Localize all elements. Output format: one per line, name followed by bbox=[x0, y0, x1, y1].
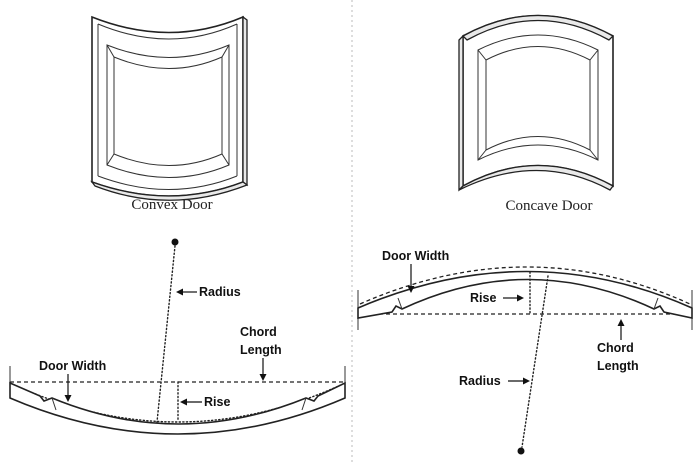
concave-board-profile bbox=[357, 270, 693, 319]
concave-rise-label: Rise bbox=[470, 291, 496, 305]
concave-center-point bbox=[517, 447, 525, 455]
convex-radius-line bbox=[156, 245, 176, 423]
convex-door-caption: Convex Door bbox=[131, 197, 212, 213]
convex-center-point bbox=[171, 238, 179, 246]
convex-board-profile bbox=[9, 381, 346, 435]
convex-radius-label: Radius bbox=[199, 285, 241, 299]
concave-door-caption: Concave Door bbox=[505, 198, 592, 214]
concave-door-illustration bbox=[458, 14, 615, 192]
concave-door-width-arc bbox=[359, 266, 691, 305]
convex-rise-label: Rise bbox=[204, 395, 230, 409]
convex-door-width-label: Door Width bbox=[39, 359, 106, 373]
convex-door-illustration bbox=[90, 15, 249, 201]
concave-chord-label-line2: Length bbox=[597, 359, 639, 373]
concave-section-diagram bbox=[357, 266, 693, 455]
concave-chord-label-line1: Chord bbox=[597, 341, 634, 355]
convex-chord-label-line1: Chord bbox=[240, 325, 277, 339]
concave-radius-line bbox=[521, 275, 549, 448]
convex-chord-label-line2: Length bbox=[240, 343, 282, 357]
convex-section-diagram bbox=[9, 238, 346, 435]
concave-radius-label: Radius bbox=[459, 374, 501, 388]
concave-door-width-label: Door Width bbox=[382, 249, 449, 263]
